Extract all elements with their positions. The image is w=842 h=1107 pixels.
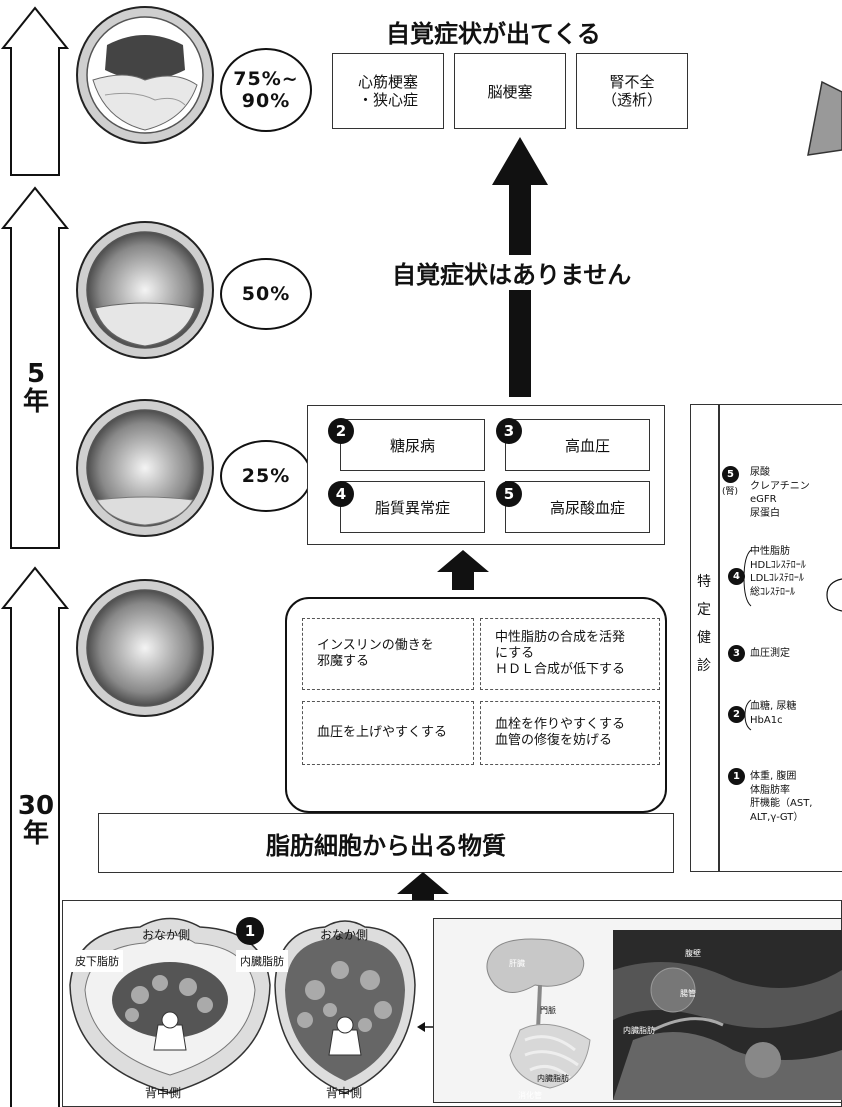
checkup-line: ALT,γ-GT） [750,811,804,823]
condition-label: 高血圧 [564,436,610,455]
checkup-badge-2: 2 [728,706,745,723]
checkup-line: HbA1c [750,714,783,726]
label-visceral-fat: 内臓脂肪 [236,950,288,972]
label-portal-vein: 門脈 [540,1006,556,1015]
checkup-item-3: 血圧測定 [750,647,790,661]
checkup-item-5: 尿酸 クレアチニン eGFR 尿蛋白 [750,466,810,520]
artery-75-90-percent [76,6,214,144]
label-belly-side-left: おなか側 [142,928,191,942]
checkup-line: 尿酸 [750,467,770,478]
anatomy-illustration [486,938,591,1089]
checkup-line: 体重, 腹囲 [750,771,797,782]
checkup-title-char: 健 [697,630,711,646]
checkup-line: クレアチニン [750,480,810,492]
checkup-title-char: 診 [697,658,711,674]
checkup-partial-circle [826,578,842,612]
label-back-side-left: 背中側 [145,1086,182,1100]
checkup-line: LDLｺﾚｽﾃﾛｰﾙ [750,573,804,584]
label-abdominal-wall: 腹壁 [685,949,701,958]
up-arrow-small-3 [397,872,449,912]
timeline-arrow-top [0,6,70,176]
gray-arrow-partial [807,80,842,156]
timeline-label-5-unit: 年 [22,387,49,417]
checkup-line: 中性脂肪 [750,546,790,557]
checkup-line: eGFR [750,494,777,505]
disease-box-kidney: 腎不全 （透析） [576,53,688,129]
anatomy-photo [613,930,842,1100]
checkup-line: 尿蛋白 [750,507,780,519]
timeline-label-30: 30 [17,791,55,821]
number-badge-2: 2 [328,418,354,444]
effects-panel [285,597,667,813]
label-liver: 肝臓 [509,959,525,968]
checkup-line: 肝機能（AST, [750,798,813,809]
checkup-title-char: 定 [697,602,711,618]
condition-dyslipidemia: 脂質異常症 [340,481,485,533]
percent-circle-50: 50% [220,258,312,330]
label-back-side-right: 背中側 [326,1086,363,1100]
checkup-badge-3: 3 [728,645,745,662]
checkup-panel [690,404,842,872]
checkup-item-4: 中性脂肪 HDLｺﾚｽﾃﾛｰﾙ LDLｺﾚｽﾃﾛｰﾙ 総ｺﾚｽﾃﾛｰﾙ [750,545,806,599]
checkup-divider [718,404,720,872]
number-badge-4: 4 [328,481,354,507]
artery-50-percent [76,221,214,359]
condition-diabetes: 糖尿病 [340,419,485,471]
disease-box-brain: 脳梗塞 [454,53,566,129]
checkup-badge-4: 4 [728,568,745,585]
checkup-line: HDLｺﾚｽﾃﾛｰﾙ [750,559,806,571]
heading-symptoms-appear: 自覚症状が出てくる [386,20,601,48]
number-badge-3: 3 [496,418,522,444]
up-arrow-small-1 [437,550,489,590]
checkup-kidney-prefix: (腎) [722,487,739,497]
checkup-badge-5: 5 [722,466,739,483]
ct-subcutaneous [69,917,271,1094]
checkup-bracket-2 [744,699,752,731]
artery-healthy [76,579,214,717]
percent-circle-75-90: 75%~ 90% [220,48,312,132]
label-belly-side-right: おなか側 [320,928,369,942]
checkup-line: 体脂肪率 [750,784,790,796]
checkup-line: 総ｺﾚｽﾃﾛｰﾙ [750,586,795,598]
condition-hypertension: 高血圧 [505,419,650,471]
condition-label: 高尿酸血症 [549,498,625,517]
heading-no-symptoms: 自覚症状はありません [388,255,636,290]
disease-box-heart: 心筋梗塞 ・狭心症 [332,53,444,129]
label-photo-visceral-fat: 内臓脂肪 [623,1026,655,1035]
timeline-label-30-unit: 年 [22,819,49,849]
fat-substance-box: 脂肪細胞から出る物質 [98,813,674,873]
timeline-arrows [0,6,70,1107]
label-visceral-fat-illus: 内臓脂肪 [537,1074,569,1083]
label-digestive: 消化管 [518,1091,542,1100]
percent-circle-25: 25% [220,440,312,512]
effect-blood-pressure: 血圧を上げやすくする [302,701,474,765]
effect-insulin: インスリンの働きを 邪魔する [302,618,474,690]
checkup-item-1: 体重, 腹囲 体脂肪率 肝機能（AST, ALT,γ-GT） [750,770,812,824]
label-subcutaneous-fat: 皮下脂肪 [71,950,123,972]
condition-hyperuricemia: 高尿酸血症 [505,481,650,533]
checkup-title: 特 定 健 診 [694,568,714,680]
number-badge-5: 5 [496,481,522,507]
checkup-title-char: 特 [697,574,711,590]
artery-cross-sections [76,6,214,717]
number-badge-1: 1 [236,917,264,945]
effect-thrombus: 血栓を作りやすくする 血管の修復を妨げる [480,701,660,765]
checkup-item-2: 血糖, 尿糖 HbA1c [750,700,796,727]
label-intestine: 腸管 [680,989,696,998]
effect-triglyceride: 中性脂肪の合成を活発 にする ＨＤＬ合成が低下する [480,618,660,690]
ct-visceral [274,920,416,1094]
checkup-line: 血圧測定 [750,648,790,659]
condition-label: 脂質異常症 [374,498,450,517]
artery-25-percent [76,399,214,537]
condition-label: 糖尿病 [389,436,435,455]
checkup-badge-1: 1 [728,768,745,785]
checkup-bracket-4 [743,549,752,607]
checkup-line: 血糖, 尿糖 [750,701,797,712]
timeline-label-5: 5 [26,359,46,389]
